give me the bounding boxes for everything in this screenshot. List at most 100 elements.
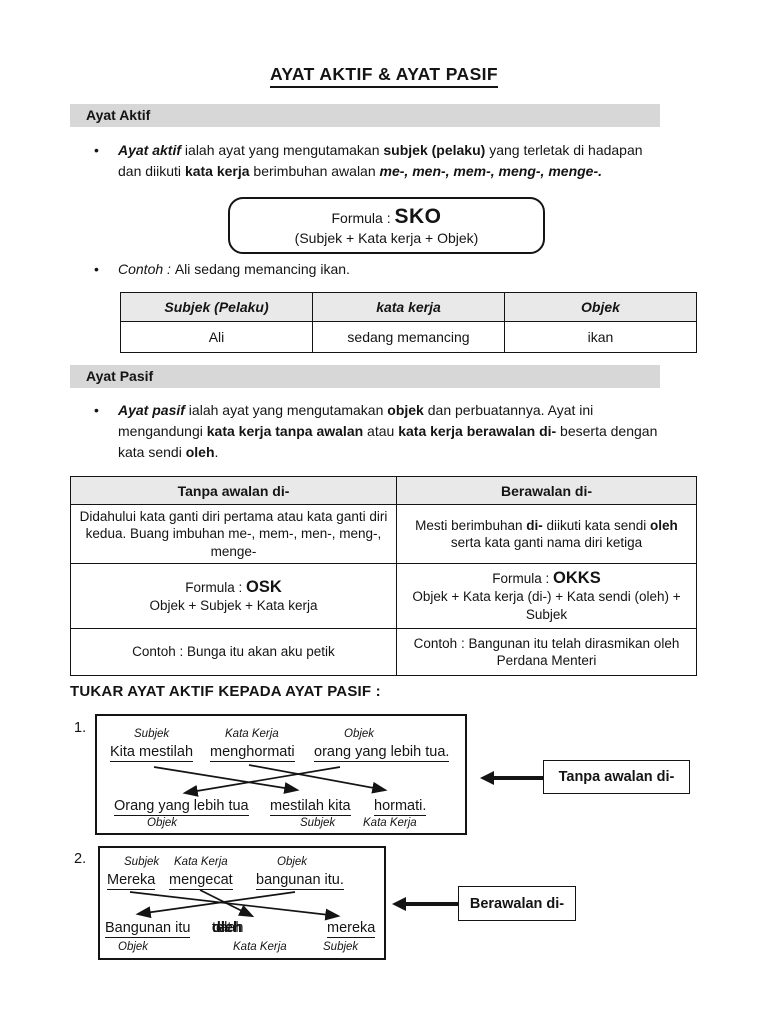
text-run-bold: oleh [650, 517, 678, 533]
label-objek: Objek [344, 728, 375, 740]
bullet-marker: • [94, 261, 99, 277]
label-subjek: Subjek [134, 728, 170, 740]
contoh-label: Contoh : [118, 261, 175, 277]
page-title-text: AYAT AKTIF & AYAT PASIF [270, 64, 498, 88]
bullet-marker: • [94, 402, 99, 418]
text-run: berimbuhan awalan [249, 163, 380, 179]
cell-kata-kerja: sedang memancing [312, 321, 505, 353]
formula-label: Formula : [185, 579, 246, 595]
text-run-bold: kata kerja [184, 163, 250, 179]
table-row-contoh: Contoh : Bunga itu akan aku petik Contoh… [70, 628, 697, 676]
callout1-arrowline [492, 776, 543, 780]
label-subjek: Subjek [124, 856, 160, 868]
col-kata-kerja: kata kerja [312, 292, 505, 322]
term-ayat-aktif: Ayat aktif [118, 142, 182, 158]
cell-formula-osk: Formula : OSK Objek + Subjek + Kata kerj… [70, 563, 397, 629]
aktif-definition-bullet: • Ayat aktif ialah ayat yang mengutamaka… [94, 140, 662, 182]
label-kata-kerja-2: Kata Kerja [233, 941, 287, 953]
text-run: yang terletak di hadapan dan diikuti [118, 142, 643, 179]
word-kita-mestilah: Kita mestilah [110, 744, 194, 762]
col-objek: Objek [504, 292, 697, 322]
bullet-marker: • [94, 142, 99, 158]
col-subjek-pelaku: Subjek (Pelaku) [120, 292, 313, 322]
text-run: dan perbuatannya. Ayat ini mengandungi [118, 402, 594, 439]
cell-objek: ikan [504, 321, 697, 353]
formula-label: Formula : [492, 570, 554, 586]
cell-rule-tanpa: Didahului kata ganti diri pertama atau k… [70, 504, 397, 564]
text-run-bold: objek [387, 402, 424, 418]
cell-formula-okks: Formula : OKKS Objek + Kata kerja (di-) … [396, 563, 697, 629]
formula-expansion: (Subjek + Kata kerja + Objek) [294, 230, 479, 246]
formula-line: Formula : SKO [331, 205, 441, 229]
word-orang-lebih-tua: orang yang lebih tua. [314, 744, 450, 762]
pasif-rules-table: Tanpa awalan di- Berawalan di- Didahului… [70, 476, 697, 676]
word-hormati: hormati. [374, 798, 427, 816]
word-mengecat: mengecat [169, 872, 233, 890]
section-header-label: Ayat Pasif [86, 368, 154, 384]
word-mereka-2: mereka [327, 920, 376, 938]
word-bangunan-itu: bangunan itu. [256, 872, 344, 890]
callout-tanpa-awalan: Tanpa awalan di- [543, 760, 690, 794]
label-objek: Objek [277, 856, 308, 868]
contoh-sentence: Ali sedang memancing ikan. [174, 261, 350, 277]
aktif-contoh-text: Contoh : Ali sedang memancing ikan. [118, 259, 350, 280]
pasif-definition-text: Ayat pasif ialah ayat yang mengutamakan … [118, 400, 678, 463]
formula-code: OSK [246, 577, 282, 596]
text-run-bold: oleh [185, 444, 215, 460]
text-run-bold-italic: me-, men-, mem-, meng-, menge-. [379, 163, 603, 179]
callout-label: Tanpa awalan di- [558, 769, 675, 785]
callout1-arrowhead [480, 771, 494, 785]
diagram1-box: Subjek Kata Kerja Objek Kita mestilah me… [95, 714, 467, 835]
text-run: serta kata ganti nama diri ketiga [450, 535, 643, 550]
formula-code: SKO [394, 205, 442, 228]
callout-berawalan: Berawalan di- [458, 886, 576, 921]
formula-expansion: Objek + Subjek + Kata kerja [149, 597, 318, 613]
aktif-example-table: Subjek (Pelaku) kata kerja Objek Ali sed… [120, 292, 697, 353]
term-ayat-pasif: Ayat pasif [118, 402, 185, 418]
word-orang-lebih-tua-2: Orang yang lebih tua [114, 798, 249, 816]
callout-label: Berawalan di- [469, 895, 565, 912]
cell-subjek: Ali [120, 321, 313, 353]
label-kata-kerja: Kata Kerja [225, 728, 279, 740]
table-header-row: Subjek (Pelaku) kata kerja Objek [120, 292, 697, 322]
text-run: beserta dengan kata sendi [118, 423, 658, 460]
text-run: atau [363, 423, 399, 439]
label-objek-2: Objek [118, 941, 149, 953]
label-kata-kerja: Kata Kerja [174, 856, 228, 868]
diagram2-box: Subjek Kata Kerja Objek Mereka mengecat … [98, 846, 386, 960]
formula-expansion: Objek + Kata kerja (di-) + Kata sendi (o… [412, 588, 681, 622]
text-run: telah [212, 920, 244, 936]
tukar-heading: TUKAR AYAT AKTIF KEPADA AYAT PASIF : [70, 683, 381, 700]
callout2-arrowhead [392, 897, 406, 911]
text-run-bold: di [212, 920, 225, 936]
aktif-definition-text: Ayat aktif ialah ayat yang mengutamakan … [118, 140, 662, 182]
diagram2-number: 2. [74, 851, 87, 867]
text-run-bold: subjek (pelaku) [383, 142, 486, 158]
aktif-contoh-bullet: • Contoh : Ali sedang memancing ikan. [94, 259, 654, 280]
label-subjek-2: Subjek [300, 817, 336, 829]
diagram1-number: 1. [74, 720, 87, 736]
section-header-ayat-pasif: Ayat Pasif [70, 365, 660, 388]
col-berawalan: Berawalan di- [396, 476, 697, 505]
table-row-formula: Formula : OSK Objek + Subjek + Kata kerj… [70, 563, 697, 629]
table-row: Ali sedang memancing ikan [120, 321, 697, 353]
table-header-row: Tanpa awalan di- Berawalan di- [70, 476, 697, 505]
cell-contoh-berawalan: Contoh : Bangunan itu telah dirasmikan o… [396, 628, 697, 676]
section-header-label: Ayat Aktif [86, 107, 151, 123]
text-run: diikuti kata sendi [542, 517, 651, 533]
formula-sko-box: Formula : SKO (Subjek + Kata kerja + Obj… [228, 197, 545, 254]
text-run: . [214, 444, 219, 460]
cell-rule-berawalan: Mesti berimbuhan di- diikuti kata sendi … [396, 504, 697, 564]
text-run-bold: di- [526, 517, 543, 533]
word-mereka: Mereka [107, 872, 156, 890]
word-mestilah-kita: mestilah kita [270, 798, 351, 816]
text-run-bold: kata kerja berawalan di- [398, 423, 557, 439]
label-subjek-2: Subjek [323, 941, 359, 953]
cell-contoh-tanpa: Contoh : Bunga itu akan aku petik [70, 628, 397, 676]
section-header-ayat-aktif: Ayat Aktif [70, 104, 660, 127]
pasif-definition-bullet: • Ayat pasif ialah ayat yang mengutamaka… [94, 400, 678, 463]
col-tanpa-awalan: Tanpa awalan di- [70, 476, 397, 505]
page-title: AYAT AKTIF & AYAT PASIF [0, 64, 768, 88]
label-objek-2: Objek [147, 817, 178, 829]
